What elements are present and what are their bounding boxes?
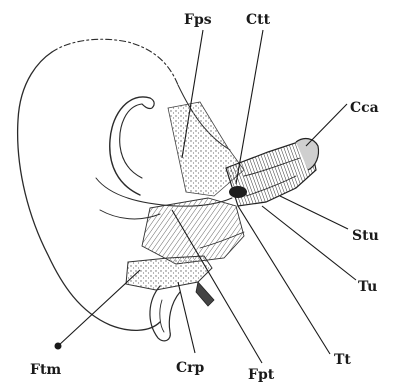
label-tu: Tu — [358, 279, 377, 295]
helix-tip — [142, 98, 154, 109]
spine — [196, 282, 214, 306]
canal-region — [142, 198, 244, 264]
label-cca: Cca — [350, 100, 379, 116]
label-tt: Tt — [334, 352, 351, 368]
leader-stu — [280, 196, 348, 229]
label-fps: Fps — [184, 12, 212, 28]
lobe-inner — [160, 300, 164, 332]
leader-cca — [306, 104, 347, 146]
leader-tu — [262, 206, 356, 280]
label-ctt: Ctt — [246, 12, 271, 28]
leader-ftm — [58, 270, 140, 346]
label-stu: Stu — [352, 228, 379, 244]
label-crp: Crp — [176, 360, 205, 376]
auricle-outline — [18, 52, 160, 330]
label-fpt: Fpt — [248, 367, 275, 383]
leader-tt — [238, 206, 330, 354]
lobe-curl — [150, 286, 180, 341]
canal-opening — [229, 186, 247, 198]
auricle-top-edge — [52, 39, 178, 85]
helix-curl-inner — [120, 104, 142, 178]
label-ftm: Ftm — [30, 362, 61, 378]
leader-crp — [178, 282, 195, 353]
ftm-dot — [55, 343, 62, 350]
helix-curl — [110, 97, 150, 195]
